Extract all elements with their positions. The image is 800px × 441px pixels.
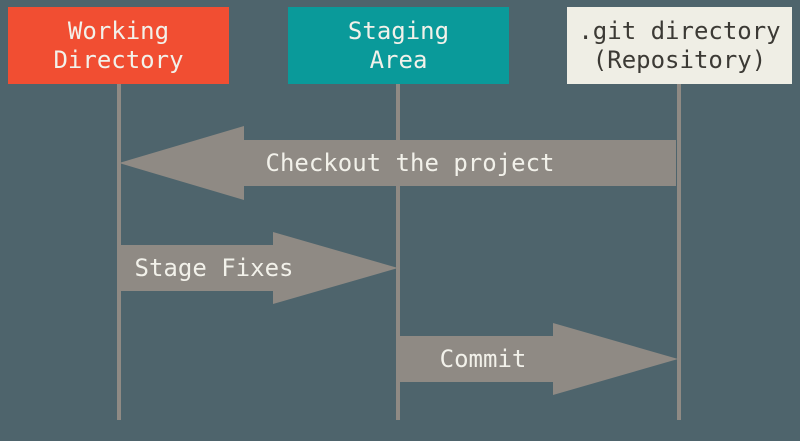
git-directory-label-line2: (Repository) (592, 45, 767, 74)
checkout-arrow-label: Checkout the project (265, 149, 555, 177)
staging-area-label-line2: Area (369, 45, 428, 74)
checkout-arrow (119, 126, 676, 200)
working-directory-label-line1: Working (67, 16, 170, 45)
commit-arrow (398, 323, 678, 395)
working-directory-label-line2: Directory (53, 45, 184, 74)
git-directory-box: .git directory (Repository) (567, 7, 792, 84)
staging-area-label-line1: Staging (347, 16, 450, 45)
staging-area-box: Staging Area (288, 7, 509, 84)
git-directory-timeline (677, 84, 681, 420)
commit-arrow-label: Commit (439, 345, 527, 373)
staging-area-timeline (396, 84, 400, 420)
working-directory-box: Working Directory (8, 7, 229, 84)
stage-fixes-arrow (119, 232, 398, 304)
git-directory-label-line1: .git directory (578, 16, 781, 45)
stage-fixes-arrow-label: Stage Fixes (134, 254, 294, 282)
